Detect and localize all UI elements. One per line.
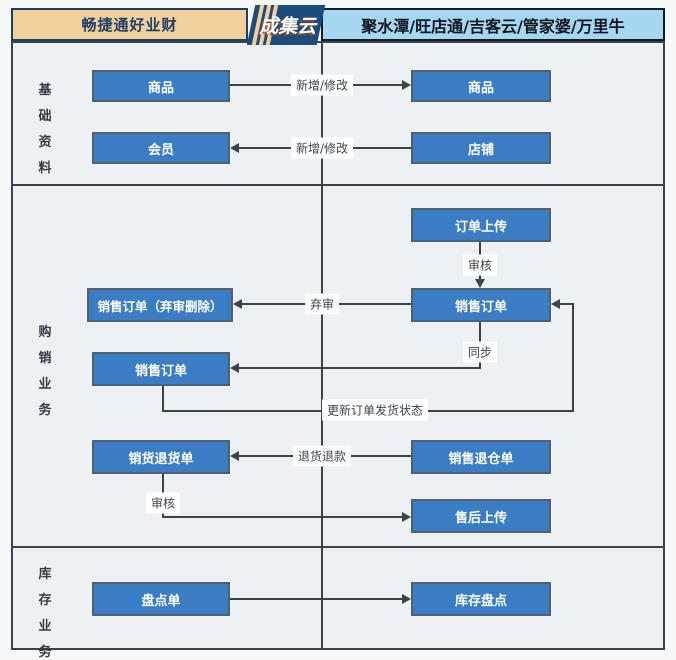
lane-label-purchase-sales: 购销业务 (38, 325, 52, 418)
node-goods-left: 商品 (92, 70, 230, 102)
node-sales-order-left: 销售订单 (92, 352, 230, 386)
arrowhead-icon (402, 80, 411, 90)
arrowhead-icon (230, 451, 239, 461)
edge-label-add-modify-member: 新增/修改 (290, 137, 354, 159)
arrowhead-icon (551, 299, 560, 309)
chengjiyun-logo: 成集云 (246, 5, 326, 45)
edge-update-status-into (559, 303, 574, 305)
section-divider-1 (11, 184, 665, 186)
header-right-systems: 聚水潭/旺店通/吉客云/管家婆/万里牛 (321, 8, 665, 41)
edge-label-add-modify-goods: 新增/修改 (290, 74, 354, 96)
node-stocktake-right: 库存盘点 (411, 582, 551, 616)
edge-sync-horizontal (239, 367, 481, 369)
edge-label-discard-audit: 弃审 (304, 293, 340, 315)
node-sales-order-right: 销售订单 (411, 288, 551, 322)
lane-label-inventory: 库存业务 (38, 567, 52, 660)
edge-label-return-refund: 退货退款 (292, 445, 352, 467)
edge-stocktake (230, 598, 402, 600)
lane-divider-vertical (321, 41, 323, 650)
node-sales-return-left: 销货退货单 (92, 440, 230, 474)
logo-text: 成集云 (258, 15, 321, 38)
edge-label-sync: 同步 (462, 341, 498, 363)
header-left-system: 畅捷通好业财 (11, 8, 248, 41)
edge-label-audit-return: 审核 (145, 492, 181, 514)
node-goods-right: 商品 (411, 70, 551, 102)
arrowhead-icon (402, 512, 411, 522)
node-shop-right: 店铺 (411, 132, 551, 164)
node-sales-order-discard: 销售订单（弃审删除） (87, 288, 233, 322)
section-divider-2 (11, 546, 665, 548)
edge-update-status-up (572, 303, 574, 412)
arrowhead-icon (230, 363, 239, 373)
arrowhead-icon (402, 594, 411, 604)
node-aftersale-upload: 售后上传 (411, 499, 551, 533)
edge-label-update-delivery-status: 更新订单发货状态 (321, 399, 429, 421)
node-order-upload: 订单上传 (411, 208, 551, 242)
edge-label-audit-order: 审核 (462, 254, 498, 276)
arrowhead-icon (230, 143, 239, 153)
arrowhead-icon (233, 299, 242, 309)
edge-return-audit-across (162, 516, 402, 518)
edge-update-status-down (162, 386, 164, 412)
arrowhead-icon (475, 279, 485, 288)
node-sales-return-right: 销售退仓单 (411, 440, 551, 474)
node-stocktake-left: 盘点单 (92, 582, 230, 616)
node-member-left: 会员 (92, 132, 230, 164)
lane-label-basic-data: 基础资料 (38, 83, 52, 176)
